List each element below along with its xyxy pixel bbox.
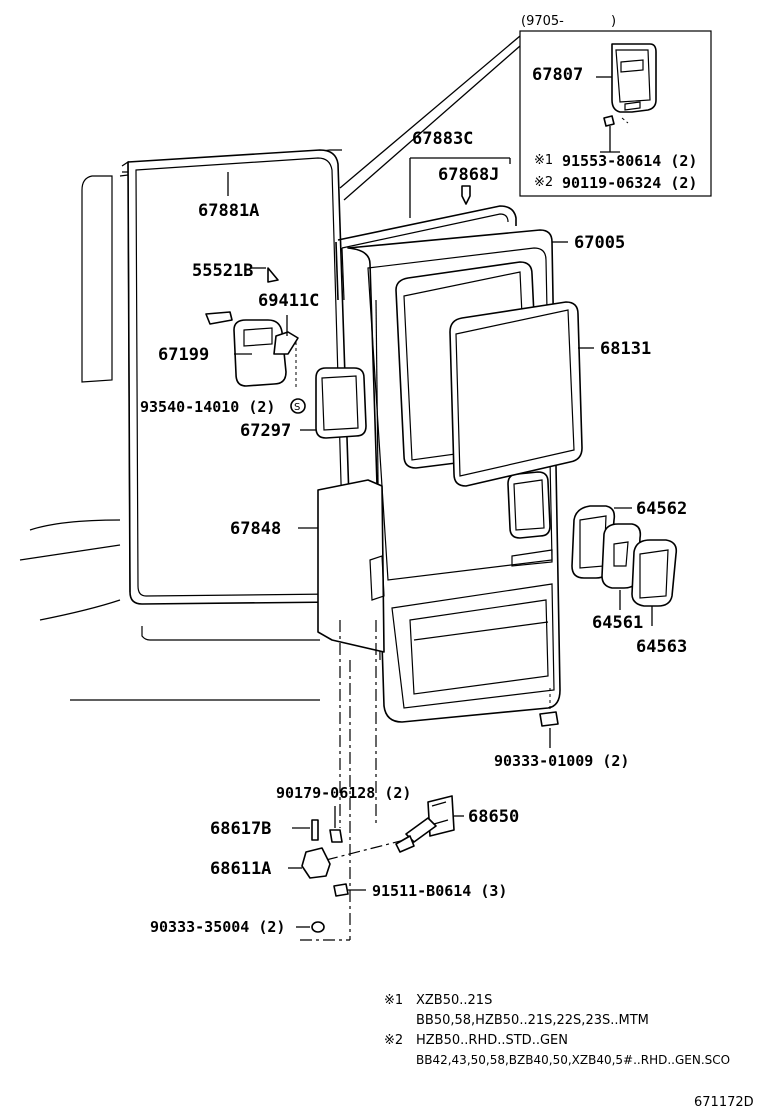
gaskets-6456x — [571, 505, 678, 626]
label-67297: 67297 — [240, 421, 291, 441]
label-67199: 67199 — [158, 345, 209, 365]
s-mark-circle — [290, 398, 306, 414]
label-68131: 68131 — [600, 339, 651, 359]
label-93540: 93540-14010 (2) — [140, 398, 275, 416]
label-64561: 64561 — [592, 613, 643, 633]
handle-cover-67807 — [611, 43, 657, 113]
note2-mark: ※2 — [384, 1033, 403, 1048]
inside-handle — [205, 311, 299, 390]
note1-mark: ※1 — [384, 993, 403, 1008]
mark-91553: ※1 — [534, 153, 553, 168]
strip-67883c — [337, 205, 517, 241]
label-91553: 91553-80614 (2) — [562, 152, 697, 170]
pin-68617b — [311, 819, 319, 841]
label-67883c: 67883C — [412, 129, 473, 149]
note2-line1: HZB50..RHD..STD..GEN — [416, 1033, 568, 1048]
label-64562: 64562 — [636, 499, 687, 519]
inset-box: (9705- ) — [519, 14, 712, 197]
label-67868j: 67868J — [438, 165, 499, 185]
label-55521b: 55521B — [192, 261, 253, 281]
hinge-68650 — [395, 795, 464, 853]
note2-line2: BB42,43,50,58,BZB40,50,XZB40,5#..RHD..GE… — [416, 1053, 730, 1067]
label-69411c: 69411C — [258, 291, 319, 311]
label-90333-01009: 90333-01009 (2) — [494, 752, 629, 770]
label-68650: 68650 — [468, 807, 519, 827]
bolt-91511 — [333, 883, 349, 897]
label-64563: 64563 — [636, 637, 687, 657]
label-91511: 91511-B0614 (3) — [372, 882, 507, 900]
label-90333-35004: 90333-35004 (2) — [150, 918, 285, 936]
clip-67868j — [461, 185, 471, 205]
note1-line1: XZB50..21S — [416, 993, 492, 1008]
label-67848: 67848 — [230, 519, 281, 539]
inset-header: (9705- — [521, 14, 564, 29]
label-68617b: 68617B — [210, 819, 271, 839]
part-55521b-shape — [267, 267, 279, 283]
diagram-id: 671172D — [694, 1095, 754, 1110]
label-67807: 67807 — [532, 65, 583, 85]
inset-header-close: ) — [611, 14, 616, 29]
label-90179: 90179-06128 (2) — [276, 784, 411, 802]
bracket-68611a — [301, 847, 331, 879]
glass-68131 — [449, 301, 583, 487]
s-mark: S — [294, 402, 300, 413]
mark-90119: ※2 — [534, 175, 553, 190]
label-68611a: 68611A — [210, 859, 271, 879]
footnotes: ※1 XZB50..21S BB50,58,HZB50..21S,22S,23S… — [384, 993, 730, 1067]
nut-90179 — [329, 829, 343, 843]
leader-inset — [339, 35, 521, 189]
frame-67297 — [315, 367, 367, 439]
inset-border — [519, 30, 712, 197]
label-67005: 67005 — [574, 233, 625, 253]
note1-line2: BB50,58,HZB50..21S,22S,23S..MTM — [416, 1013, 649, 1028]
label-90119: 90119-06324 (2) — [562, 174, 697, 192]
clip-90333-01009 — [539, 711, 559, 727]
ring-90333-35004 — [311, 921, 325, 933]
cover-67848 — [317, 479, 385, 653]
label-67881a: 67881A — [198, 201, 259, 221]
